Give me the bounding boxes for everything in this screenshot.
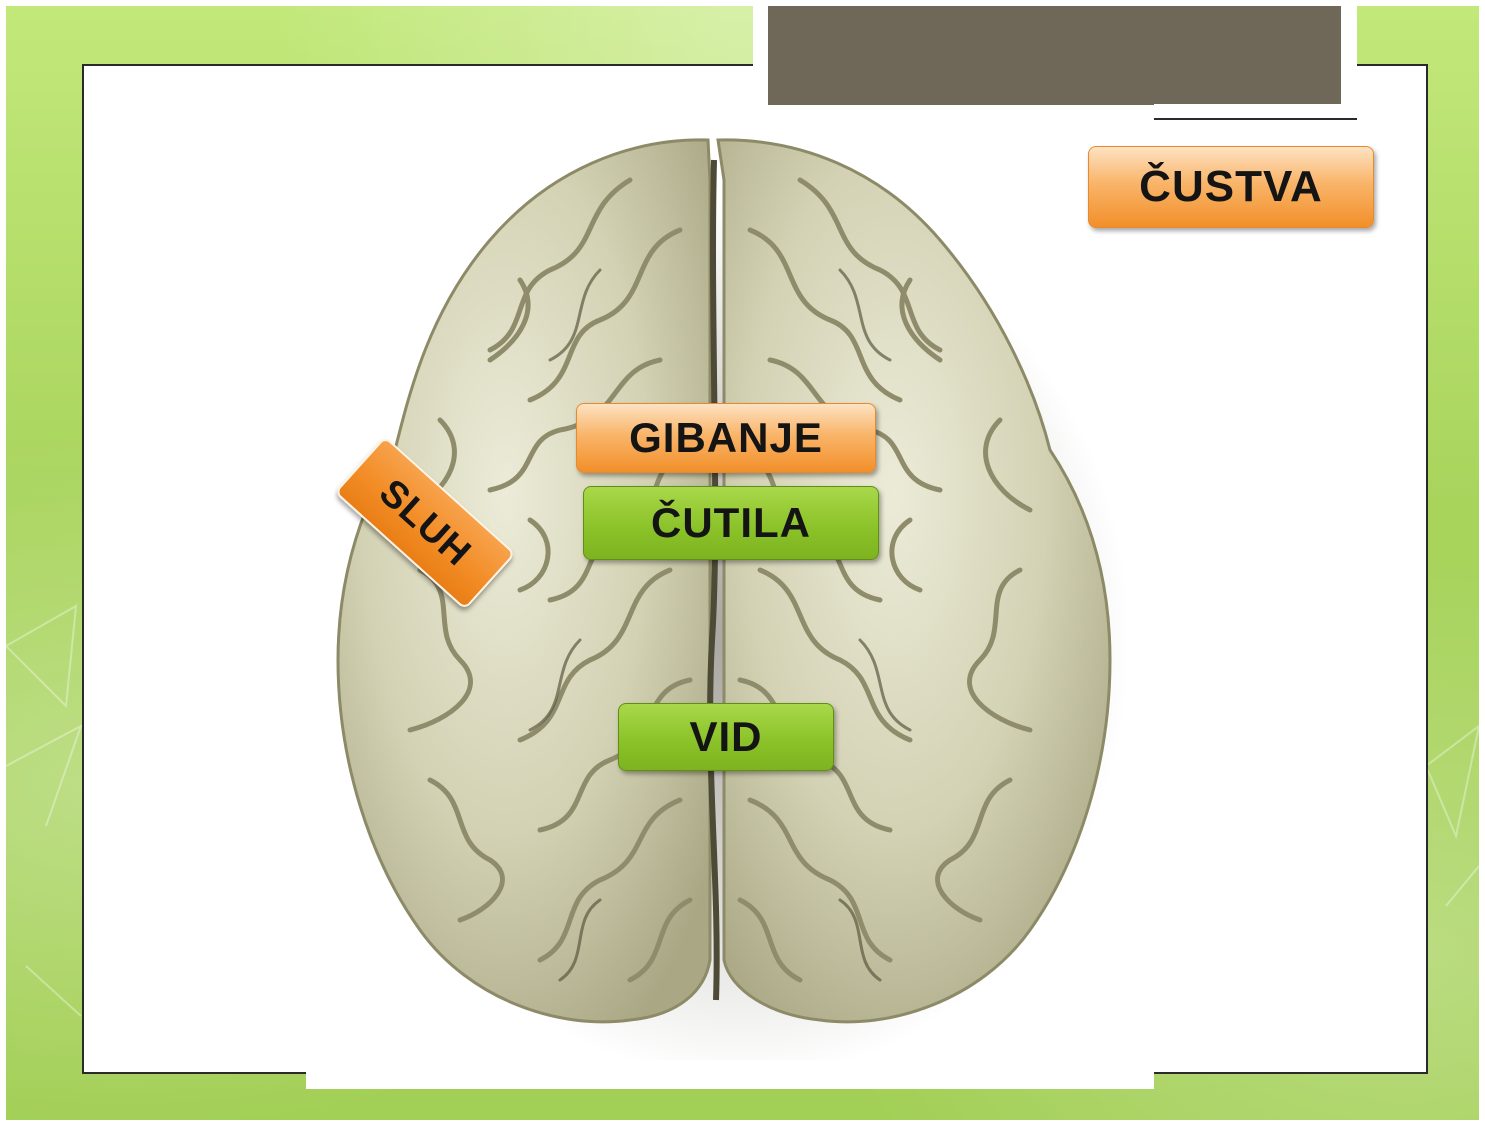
- label-cutila-text: ČUTILA: [651, 499, 811, 547]
- brain-icon: [300, 120, 1140, 1060]
- label-custva[interactable]: ČUSTVA: [1088, 146, 1374, 228]
- label-cutila[interactable]: ČUTILA: [583, 486, 879, 560]
- title-placeholder-box: [768, 6, 1341, 105]
- label-custva-text: ČUSTVA: [1139, 162, 1323, 212]
- label-gibanje-text: GIBANJE: [629, 414, 823, 462]
- panel-bottom-extension: [306, 1070, 1154, 1089]
- label-vid-text: VID: [689, 713, 762, 761]
- label-gibanje[interactable]: GIBANJE: [576, 403, 876, 473]
- label-vid[interactable]: VID: [618, 703, 834, 771]
- title-frame-edge: [1154, 104, 1357, 120]
